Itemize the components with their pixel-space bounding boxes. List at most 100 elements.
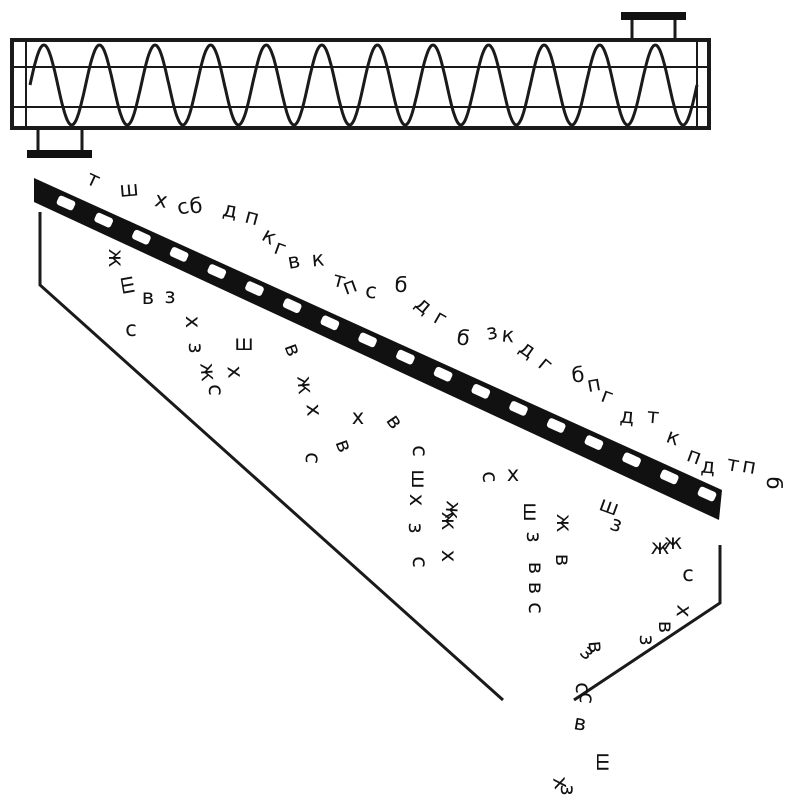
particle-letter: с <box>571 682 595 694</box>
particle-letter: к <box>663 424 683 451</box>
particle-letter: ж <box>292 374 318 395</box>
perforation-hole <box>660 469 679 485</box>
perforation-hole <box>584 435 604 450</box>
particle-letter: д <box>410 291 437 319</box>
particle-letter: с <box>478 470 503 484</box>
particle-letter: ш <box>115 273 142 296</box>
particle-letter: в <box>280 340 307 360</box>
particle-letter: ж <box>651 535 670 559</box>
particle-letter: в <box>286 248 302 274</box>
particle-letter: г <box>430 305 452 331</box>
particle-letter: в <box>551 554 575 566</box>
particle-letter: д <box>619 403 636 428</box>
fine-hopper-wall <box>38 212 505 702</box>
perforation-hole <box>132 229 151 245</box>
particle-letter: с <box>364 279 378 304</box>
particle-letter: х <box>222 365 247 379</box>
particle-letter: х <box>153 187 169 213</box>
particle-letter: в <box>331 436 358 456</box>
coarse-hopper-wall <box>573 545 722 702</box>
particle-letter: в <box>524 582 548 594</box>
particle-letter: т <box>646 404 660 429</box>
particle-letter: в <box>572 710 588 736</box>
particle-letter: ш <box>118 176 139 202</box>
sieve-plate <box>34 178 722 520</box>
particle-letter: с <box>682 562 694 586</box>
particle-letter: в <box>654 621 678 633</box>
particle-letter: г <box>534 351 558 376</box>
particle-letter: ж <box>552 514 576 533</box>
particle-letter: с <box>524 602 548 614</box>
particle-letter: ш <box>234 331 253 355</box>
screw-helix <box>28 43 699 127</box>
particle-letter: т <box>725 451 741 477</box>
perforation-hole <box>509 401 528 416</box>
particle-letter: х <box>437 550 461 562</box>
particle-letter: х <box>352 405 364 429</box>
particle-letter: с <box>575 691 600 705</box>
outlet-flange <box>27 150 92 158</box>
particle-letter: ж <box>104 249 128 268</box>
particle-letter: т <box>83 166 104 193</box>
particle-letter: ш <box>407 469 431 488</box>
particle-letter: ш <box>519 502 543 521</box>
particle-letter: з <box>556 784 580 795</box>
perforation-hole <box>169 247 189 262</box>
inclined-sieve <box>34 178 722 520</box>
particle-letter: з <box>184 342 208 353</box>
particle-letter: х <box>181 316 205 328</box>
perforation-hole <box>471 383 491 399</box>
particle-letter: б <box>570 362 585 387</box>
particle-letter: з <box>164 284 175 308</box>
perforation-hole <box>56 195 76 211</box>
perforation-hole <box>207 264 227 279</box>
particle-letter: б <box>761 476 786 491</box>
particle-letter: б <box>394 272 409 297</box>
perforation-hole <box>546 418 566 433</box>
particle-letter: ж <box>437 512 461 531</box>
particle-letter: х <box>301 403 326 417</box>
particle-letter: з <box>404 522 428 533</box>
perforation-hole <box>396 349 415 365</box>
sieve-perforations <box>56 195 717 502</box>
perforation-hole <box>358 332 377 348</box>
perforation-hole <box>94 212 113 228</box>
screw-conveyor <box>10 12 711 158</box>
perforation-hole <box>433 366 453 382</box>
particle-letter: с <box>408 445 432 457</box>
particle-letter: х <box>548 775 574 791</box>
particle-letter: с <box>125 317 137 341</box>
particle-letter: в <box>584 640 609 654</box>
particle-letter: з <box>484 319 499 345</box>
particle-letter: з <box>522 531 546 542</box>
particle-letter: с <box>301 451 326 465</box>
hoppers <box>38 212 722 702</box>
perforation-hole <box>245 281 264 296</box>
particle-letter: ж <box>664 530 683 554</box>
particle-letter: в <box>381 409 408 433</box>
particle-letter: х <box>507 462 519 486</box>
particle-letter: в <box>524 562 548 574</box>
particle-letter: ж <box>195 361 221 382</box>
particle-letter: д <box>221 197 239 223</box>
particle-letter: п <box>585 371 603 397</box>
perforation-hole <box>622 452 641 468</box>
particle-letter: п <box>243 204 262 231</box>
particle-letter: д <box>515 335 541 363</box>
particle-letter: д <box>700 453 717 478</box>
particle-letter: б <box>188 193 203 218</box>
particle-letter: х <box>405 494 429 506</box>
particle-letter: ш <box>592 752 616 771</box>
particle-letter: ж <box>440 500 466 521</box>
perforation-hole <box>282 298 302 314</box>
particle-letter: к <box>311 246 326 271</box>
particle-letter: б <box>455 325 472 351</box>
particle-letter: с <box>204 384 228 396</box>
particle-letter: с <box>408 556 432 568</box>
particle-letter: п <box>339 272 360 299</box>
particle-letter: к <box>501 322 516 347</box>
particle-letter: т <box>330 267 348 293</box>
inlet-flange <box>621 12 686 20</box>
